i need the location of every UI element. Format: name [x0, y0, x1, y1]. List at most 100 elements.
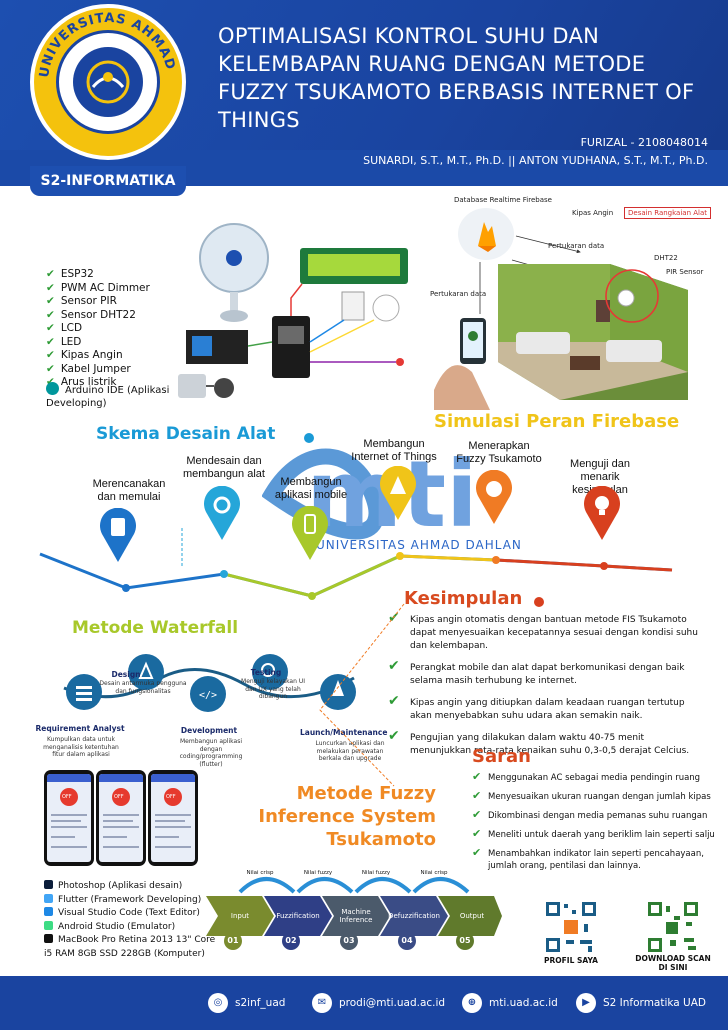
saran-text: Dikombinasi dengan media pemanas suhu ru… [488, 811, 708, 821]
saran-item: ✔Dikombinasi dengan media pemanas suhu r… [472, 809, 718, 822]
wf-development-title: Development [180, 726, 238, 735]
tool-icon [44, 880, 53, 889]
fuzzy-heading: Metode Fuzzy Inference System Tsukamoto [258, 783, 436, 850]
check-icon: ✔ [472, 827, 482, 840]
tool-label: Android Studio (Emulator) [58, 921, 176, 932]
pir-sensor [372, 294, 400, 322]
stage-num-1: 01 [224, 932, 242, 950]
stage-num-5: 05 [456, 932, 474, 950]
footer-instagram-text: s2inf_uad [235, 997, 286, 1009]
arc-label-2: Nilai fuzzy [303, 870, 333, 876]
pir-label: PIR Sensor [666, 268, 704, 276]
wf-testing-title: Testing [250, 668, 282, 677]
stage-num-4: 04 [398, 932, 416, 950]
component-item: ✔Sensor PIR [46, 295, 196, 309]
saran-text: Menyesuaikan ukuran ruangan dengan jumla… [488, 792, 711, 802]
stage-output: Output [459, 912, 485, 920]
phone-1-button: OFF [62, 794, 72, 800]
instagram-icon: ◎ [208, 993, 228, 1013]
check-icon: ✔ [388, 658, 400, 674]
wf-design-desc: Desain antarmuka pengguna dan fungsional… [99, 680, 187, 695]
pin-design-icon [204, 486, 240, 540]
youtube-icon: ▶ [576, 993, 596, 1013]
qr-profil-icon[interactable] [544, 900, 598, 954]
step-5-label: Menerapkan Fuzzy Tsukamoto [456, 440, 542, 465]
pin-iot-icon [380, 466, 416, 520]
fan-illustration [199, 223, 269, 322]
tool-item: Flutter (Framework Developing) [44, 893, 224, 908]
check-icon: ✔ [472, 770, 482, 783]
wf-launch-title: Launch/Maintenance [300, 728, 388, 737]
simulasi-heading: Simulasi Peran Firebase [434, 411, 680, 432]
kesimpulan-item: ✔Pengujian yang dilakukan dalam waktu 40… [388, 728, 708, 758]
power-plug [178, 374, 206, 398]
check-icon: ✔ [472, 846, 482, 859]
footer-instagram[interactable]: ◎ s2inf_uad [208, 993, 285, 1013]
phone-2-button: OFF [114, 794, 124, 800]
step-3-label: Membangun aplikasi mobile [274, 476, 348, 501]
saran-item: ✔Menyesuaikan ukuran ruangan dengan juml… [472, 790, 718, 803]
qr-download-icon[interactable] [646, 900, 700, 954]
tool-icon [44, 934, 53, 943]
step-4-label: Membangun Internet of Things [351, 438, 437, 463]
tool-label: Visual Studio Code (Text Editor) [58, 908, 200, 918]
tool-label: Flutter (Framework Developing) [58, 894, 202, 905]
saran-item: ✔ Meneliti untuk daerah yang beriklim lai… [472, 827, 718, 841]
author-name: FURIZAL - 2108048014 [580, 136, 708, 149]
pertukaran-label-1: Pertukaran data [548, 242, 605, 250]
kesimpulan-item: ✔Kipas angin yang ditiupkan dalam keadaa… [388, 694, 708, 723]
university-logo: UNIVERSITAS AHMAD DAHLAN [30, 4, 186, 160]
component-item: ✔LCD [46, 322, 196, 336]
footer-youtube[interactable]: ▶ S2 Informatika UAD [576, 993, 706, 1013]
saran-text: Menggunakan AC sebagai media pendingin r… [488, 773, 701, 783]
component-item: ✔Sensor DHT22 [46, 309, 196, 323]
logo-inner [56, 30, 160, 134]
wf-requirement-desc: Kumpulkan data untuk menganalisis ketent… [43, 736, 119, 758]
check-icon: ✔ [46, 295, 55, 307]
kesimpulan-text: Kipas angin yang ditiupkan dalam keadaan… [410, 698, 685, 721]
step-1-label: Merencanakan dan memulai [92, 478, 166, 503]
footer-youtube-text: S2 Informatika UAD [603, 997, 707, 1009]
phone-mockup-1: OFF [44, 770, 94, 866]
kesimpulan-item: ✔ Kipas angin otomatis dengan bantuan met… [388, 610, 708, 653]
footer-web[interactable]: ⊕mti.uad.ac.id [462, 993, 558, 1013]
pin-mobile-icon [292, 506, 328, 560]
saran-text: Meneliti untuk daerah yang beriklim lain… [488, 830, 715, 840]
component-item: ✔LED [46, 336, 196, 350]
kesimpulan-heading: Kesimpulan [404, 588, 523, 609]
fuzzy-flow-diagram [206, 877, 502, 936]
footer-email[interactable]: ✉prodi@mti.uad.ac.id [312, 993, 445, 1013]
component-item: ✔Kabel Jumper [46, 363, 196, 377]
pertukaran-label-2: Pertukaran data [430, 290, 487, 298]
led [396, 358, 404, 366]
check-icon: ✔ [388, 610, 400, 626]
stage-inference: Machine Inference [339, 908, 373, 924]
stage-input: Input [230, 912, 250, 920]
wf-design-title: Design [111, 670, 141, 679]
arc-label-4: Nilai crisp [420, 870, 448, 876]
power-socket [214, 378, 234, 398]
tool-icon [44, 893, 53, 903]
pin-plan-icon [100, 508, 136, 562]
firebase-icon [478, 222, 496, 252]
skema-dot [304, 433, 314, 443]
tool-item: Visual Studio Code (Text Editor) [44, 907, 224, 921]
dht-label: DHT22 [654, 254, 678, 262]
kesimpulan-text: Kipas angin otomatis dengan bantuan meto… [410, 615, 698, 651]
component-label: LED [60, 335, 82, 348]
email-icon: ✉ [312, 993, 332, 1013]
saran-text: Menambahkan indikator lain seperti penca… [488, 849, 704, 871]
saran-item: ✔ Menambahkan indikator lain seperti penc… [472, 846, 718, 872]
logo-core [73, 47, 143, 117]
desain-rangkaian-label: Desain Rangkaian Alat [624, 207, 712, 219]
component-label: Kabel Jumper [60, 362, 131, 375]
check-icon: ✔ [46, 349, 55, 361]
tool-icon [44, 920, 53, 930]
check-icon: ✔ [388, 728, 400, 744]
waterfall-heading: Metode Waterfall [72, 618, 239, 638]
phone-3-button: OFF [166, 794, 176, 800]
kesimpulan-list: ✔ Kipas angin otomatis dengan bantuan met… [388, 610, 708, 767]
pin-test-icon [584, 486, 620, 540]
logo-emblem-icon [86, 60, 130, 104]
svg-text:</>: </> [199, 690, 217, 701]
